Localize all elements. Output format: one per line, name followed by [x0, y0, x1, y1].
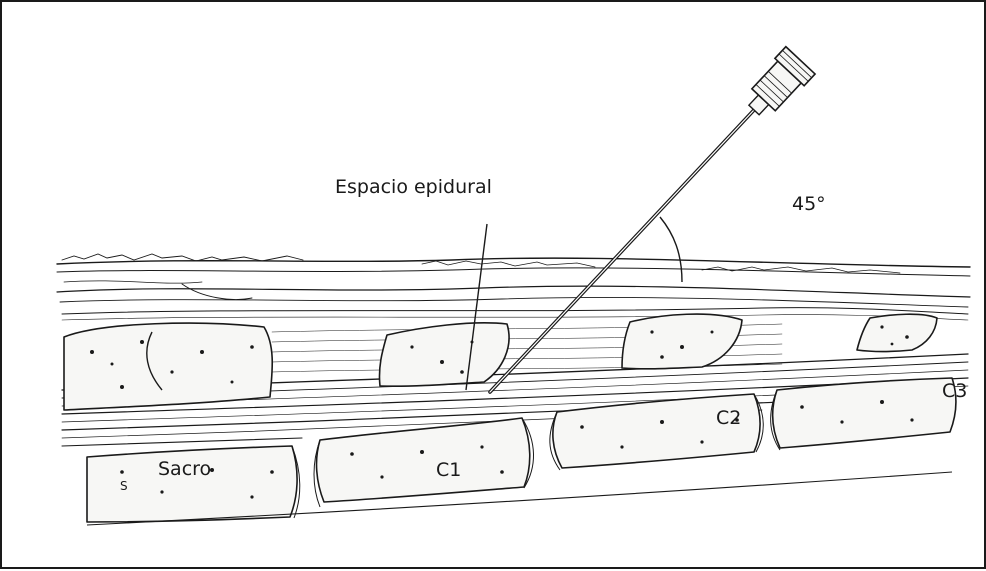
epidural-space-label: Espacio epidural: [335, 178, 492, 197]
s-mark-label: S: [120, 480, 128, 492]
angle-label: 45°: [792, 195, 826, 214]
sacrum-label: Sacro: [158, 460, 211, 479]
skin-layers: [57, 254, 970, 307]
c1-label: C1: [436, 461, 461, 480]
c3-label: C3: [942, 382, 967, 401]
angle-arc: [660, 217, 682, 282]
c2-label: C2: [716, 409, 741, 428]
